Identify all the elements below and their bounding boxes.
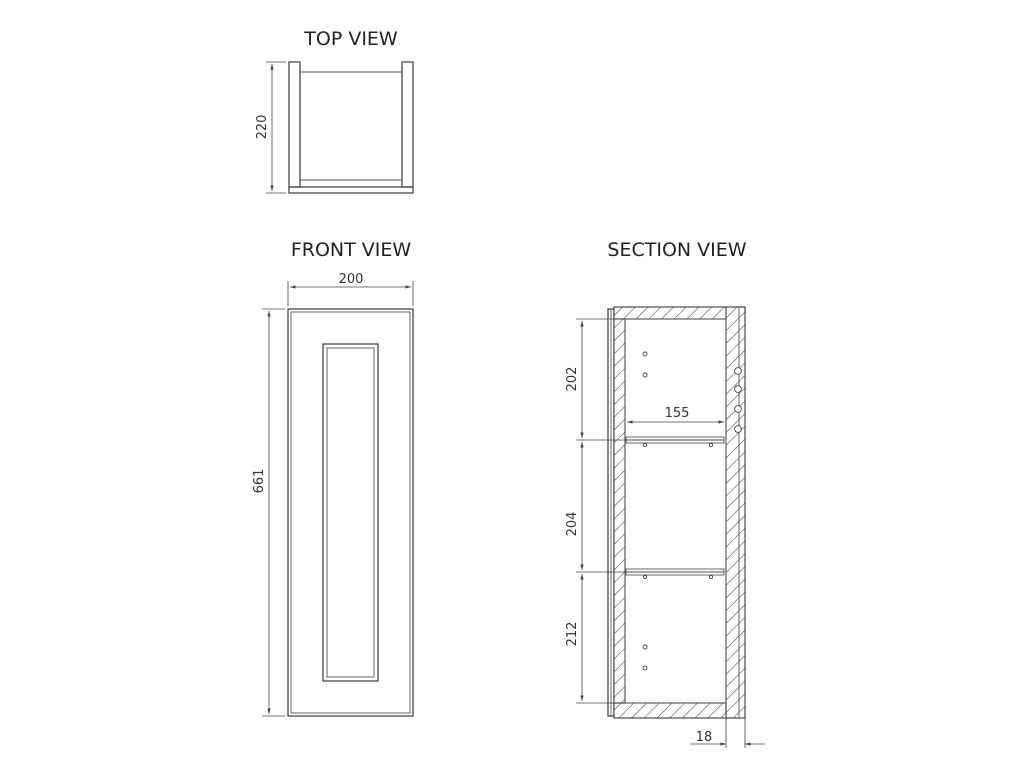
section-top-panel [613, 306, 746, 320]
top-door-edge [288, 186, 414, 194]
mounting-hole [734, 405, 742, 413]
compartment-3-dimension: 212 [565, 622, 580, 647]
mounting-hole [734, 425, 742, 433]
top-depth-dimension: 220 [255, 115, 270, 140]
front-view-title: FRONT VIEW [291, 239, 412, 261]
front-height-dimension: 661 [252, 469, 267, 494]
section-bottom-panel [613, 702, 746, 719]
hinge-hole [642, 665, 648, 671]
hinge-hole [642, 644, 648, 650]
front-door [287, 308, 414, 717]
section-view: SECTION VIEW [565, 239, 765, 748]
compartment-2-dimension: 204 [565, 512, 580, 537]
front-width-dimension: 200 [339, 272, 364, 287]
shelf-depth-dimension: 155 [665, 406, 690, 421]
front-door-panel [322, 343, 379, 682]
top-right-panel [401, 61, 414, 188]
section-front-wall [613, 318, 626, 704]
mounting-hole [734, 367, 742, 375]
front-view: FRONT VIEW 200 661 [252, 239, 414, 717]
section-view-title: SECTION VIEW [607, 239, 746, 261]
compartment-1-dimension: 202 [565, 367, 580, 392]
hinge-hole [642, 372, 648, 378]
hinge-hole [642, 351, 648, 357]
panel-thickness-dimension: 18 [696, 730, 713, 745]
mounting-hole [734, 385, 742, 393]
top-view: TOP VIEW 220 [255, 28, 414, 194]
top-left-panel [288, 61, 301, 188]
top-view-title: TOP VIEW [303, 28, 398, 50]
